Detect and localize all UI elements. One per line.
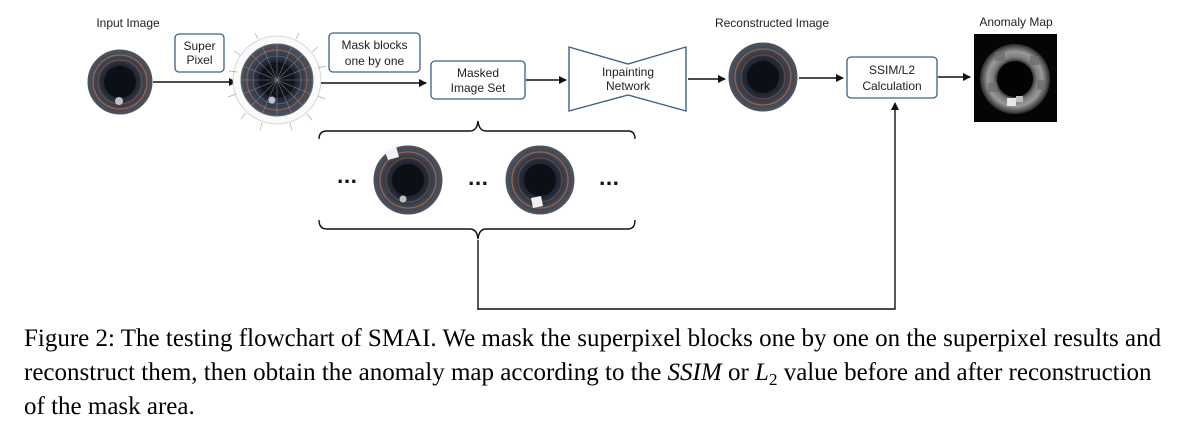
flowchart: Input Image Reconstructed Image Anomaly … bbox=[87, 15, 1057, 310]
reconstructed-image-label: Reconstructed Image bbox=[715, 16, 829, 30]
figure-caption: Figure 2: The testing flowchart of SMAI.… bbox=[24, 322, 1174, 424]
anomaly-map-label: Anomaly Map bbox=[979, 15, 1053, 29]
inpainting-network-line-2: Network bbox=[606, 79, 651, 93]
masked-image-set-box: Masked Image Set bbox=[430, 60, 526, 100]
ellipsis-right: ... bbox=[599, 169, 620, 190]
masked-sample-1 bbox=[373, 145, 443, 215]
caption-l: L bbox=[755, 359, 769, 386]
ellipsis-middle: ... bbox=[468, 169, 489, 190]
mask-blocks-line-2: one by one bbox=[345, 54, 405, 68]
caption-sub: 2 bbox=[768, 370, 778, 389]
caption-or: or bbox=[721, 359, 756, 386]
masked-sample-2 bbox=[505, 145, 575, 215]
top-brace bbox=[318, 120, 636, 140]
ellipsis-left: ... bbox=[337, 167, 358, 188]
super-pixel-line-1: Super bbox=[183, 39, 215, 53]
masked-image-set-line-1: Masked bbox=[457, 66, 499, 80]
caption-ssim: SSIM bbox=[667, 359, 722, 386]
caption-prefix: Figure 2: The testing flowchart of SMAI.… bbox=[24, 325, 1162, 386]
super-pixel-box: Super Pixel bbox=[174, 33, 225, 73]
inpainting-network-line-1: Inpainting bbox=[602, 65, 654, 79]
inpainting-network: Inpainting Network bbox=[568, 46, 687, 112]
masked-image-set-line-2: Image Set bbox=[451, 81, 506, 95]
mask-blocks-box: Mask blocks one by one bbox=[328, 32, 421, 73]
reconstructed-image bbox=[728, 42, 798, 112]
mask-blocks-line-1: Mask blocks bbox=[341, 38, 407, 52]
anomaly-map-image bbox=[974, 34, 1057, 122]
ssim-calculation-box: SSIM/L2 Calculation bbox=[846, 56, 938, 99]
super-pixel-line-2: Pixel bbox=[186, 53, 212, 67]
caption-suffix: value before and after reconstruction of… bbox=[24, 359, 1152, 420]
input-image bbox=[87, 49, 153, 115]
ssim-line-2: Calculation bbox=[862, 79, 921, 93]
input-image-label: Input Image bbox=[96, 16, 160, 30]
bottom-brace bbox=[318, 219, 636, 240]
arrow-masked-set-to-ssim bbox=[477, 102, 899, 310]
superpixel-image bbox=[227, 32, 327, 131]
ssim-line-1: SSIM/L2 bbox=[869, 63, 915, 77]
